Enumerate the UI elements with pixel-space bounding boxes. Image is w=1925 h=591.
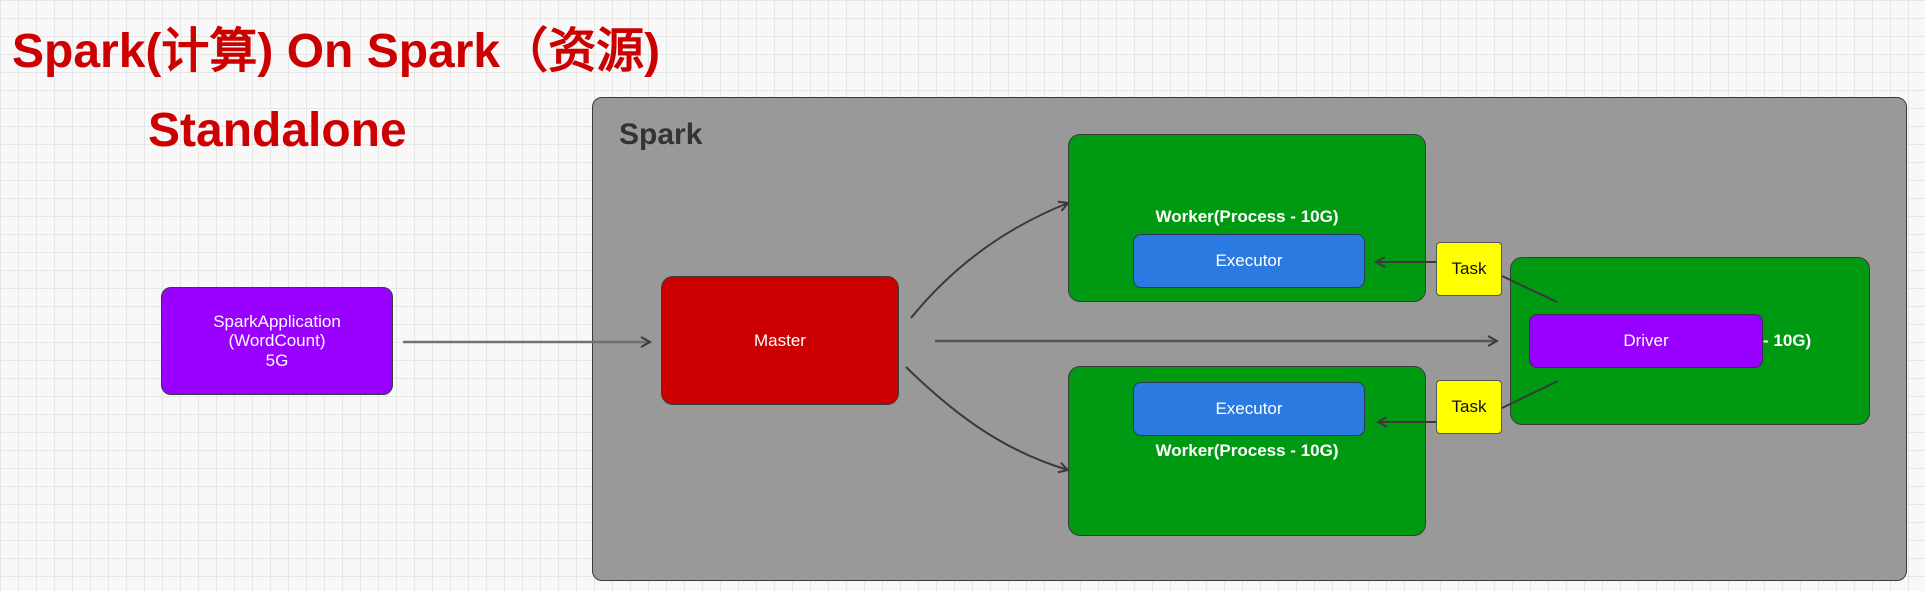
worker-node-bottom[interactable]: Executor Worker(Process - 10G) (1068, 366, 1426, 536)
driver-worker-node[interactable]: Driver - 10G) (1510, 257, 1870, 425)
edge-master-to-worker-bottom (905, 366, 1068, 470)
page-title: Spark(计算) On Spark（资源) (12, 25, 661, 78)
spark-cluster-label: Spark (619, 118, 703, 151)
task-node-bottom[interactable]: Task (1436, 380, 1502, 434)
application-memory: 5G (265, 350, 289, 370)
page-subtitle: Standalone (148, 104, 407, 157)
edge-master-to-worker-top (910, 203, 1068, 319)
driver-node[interactable]: Driver (1529, 314, 1763, 368)
worker-label-top: Worker(Process - 10G) (1155, 207, 1339, 226)
edge-driver-to-task-top (1501, 275, 1558, 303)
application-job: (WordCount) (228, 331, 326, 351)
edge-driver-to-task-bottom (1501, 380, 1559, 409)
executor-node-bottom[interactable]: Executor (1133, 382, 1365, 436)
worker-node-top[interactable]: Worker(Process - 10G) Executor (1068, 134, 1426, 302)
executor-node-top[interactable]: Executor (1133, 234, 1365, 288)
spark-application-node[interactable]: SparkApplication (WordCount) 5G (161, 287, 393, 395)
driver-worker-memory: - 10G) (1763, 331, 1812, 350)
master-label: Master (754, 330, 806, 350)
worker-label-bottom: Worker(Process - 10G) (1155, 441, 1339, 460)
application-name: SparkApplication (213, 311, 341, 331)
task-node-top[interactable]: Task (1436, 242, 1502, 296)
master-node[interactable]: Master (661, 276, 899, 405)
